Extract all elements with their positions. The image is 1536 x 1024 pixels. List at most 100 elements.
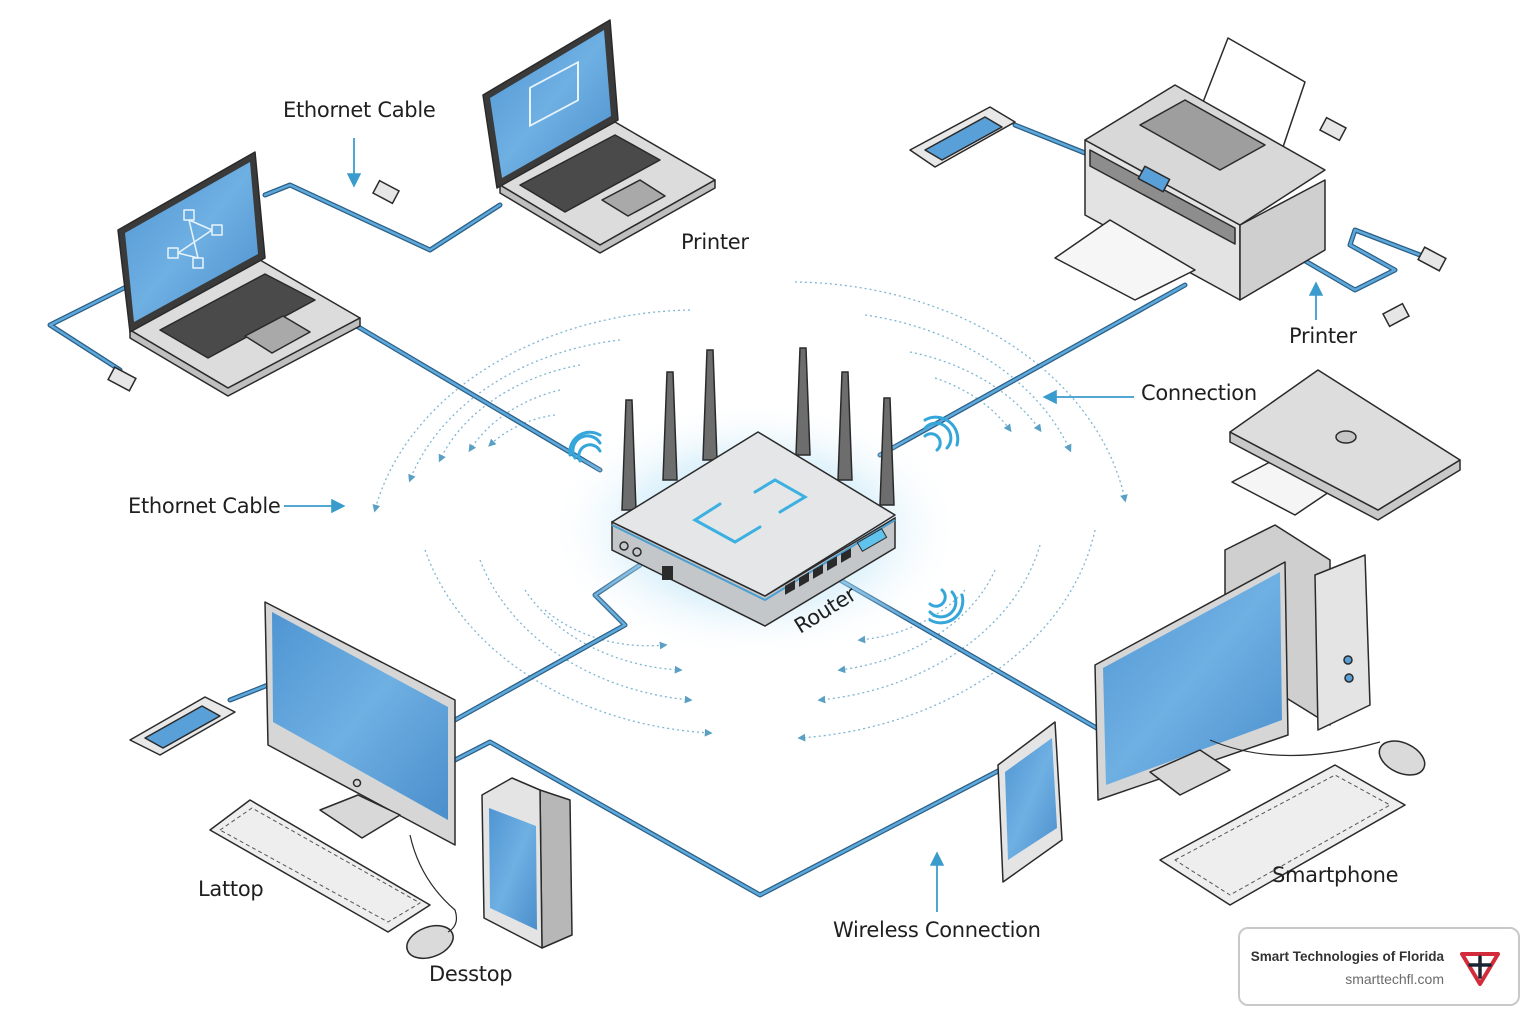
keyboard-keys (1174, 774, 1391, 896)
router (545, 347, 965, 660)
smartphone-left (129, 696, 236, 756)
router-status-leds (856, 527, 888, 553)
lan-port-icon (799, 572, 809, 587)
antenna-icon (795, 347, 811, 456)
arc-left-5 (488, 414, 556, 447)
rj45-connector-icon (1318, 116, 1348, 142)
monitor-left (209, 601, 458, 960)
laptop-keyboard (159, 273, 316, 359)
arc-br-2 (817, 544, 1041, 704)
wifi-wave-icons (568, 415, 965, 625)
router-edge-highlight (611, 519, 896, 602)
label-printer-right: Printer (1289, 324, 1357, 348)
mouse-icon (1378, 740, 1426, 776)
lan-port-icon (785, 580, 795, 595)
rj45-connector-icon (1417, 246, 1447, 272)
rj45-connector-icon (107, 366, 137, 392)
flatbed-scanner (1229, 369, 1461, 521)
shield-cross-logo-icon (1460, 952, 1500, 986)
label-connection: Connection (1141, 381, 1257, 405)
arc-left-2 (408, 339, 621, 483)
wifi-icon (928, 588, 965, 625)
wifi-icon (568, 430, 602, 463)
mouse-cable (409, 834, 458, 933)
monitor-stand (1149, 749, 1231, 796)
phone-screen (489, 808, 537, 930)
brand-badge: Smart Technologies of Florida smarttechf… (1238, 927, 1520, 1006)
printer-paper-out (1054, 219, 1196, 301)
arc-bl-2 (479, 559, 693, 704)
router-lan-ports (785, 548, 851, 595)
mouse-icon (406, 924, 454, 960)
wifi-icon (923, 415, 960, 452)
reset-button-icon (632, 547, 642, 557)
label-arrows (284, 138, 1324, 912)
label-ethernet-cable-top: Ethornet Cable (283, 98, 436, 122)
antenna-icon (621, 399, 637, 511)
label-printer-top: Printer (681, 230, 749, 254)
router-logo-icon (692, 478, 808, 544)
laptop-touchpad (244, 315, 311, 354)
laptop-top (482, 19, 716, 254)
wan-port-icon (662, 566, 673, 580)
printer-body-side (1239, 179, 1326, 301)
laptop-left (117, 151, 361, 397)
phone-screen (1005, 738, 1057, 860)
arc-bl-1 (424, 549, 713, 737)
monitor-stand (319, 794, 401, 839)
mouse-cable (1209, 739, 1381, 757)
antenna-icon (702, 349, 718, 461)
label-laptop: Lattop (198, 877, 264, 901)
wifi-signal-arcs (372, 281, 1128, 742)
pc-power-button-icon (1343, 655, 1353, 665)
printer-control-panel (1089, 149, 1236, 245)
keyboard-keys (219, 807, 421, 923)
smartphone-top (909, 106, 1016, 168)
lan-port-icon (813, 564, 823, 579)
phone-screen (924, 116, 1003, 161)
phone-tower (481, 777, 573, 949)
network-topology-icon (167, 209, 223, 269)
keyboard (1159, 764, 1406, 906)
printer-scanner-glass (1139, 99, 1266, 171)
arc-left-3 (438, 364, 581, 463)
arc-right-1 (794, 281, 1128, 503)
pc-reset-button-icon (1344, 673, 1354, 683)
label-wireless-connection: Wireless Connection (833, 918, 1041, 942)
laptop-touchpad (601, 179, 666, 217)
phone-screen (144, 705, 221, 749)
label-smartphone: Smartphone (1272, 863, 1399, 887)
keyboard (209, 799, 431, 933)
company-website: smarttechfl.com (1345, 971, 1444, 987)
label-desktop: Desstop (429, 962, 513, 986)
company-name: Smart Technologies of Florida (1250, 949, 1444, 964)
pc-tower-front (1314, 554, 1371, 731)
smartphone-bottom (997, 721, 1063, 883)
antenna-icon (662, 371, 678, 481)
antenna-icon (837, 371, 853, 481)
rj45-connector-icon (371, 179, 401, 205)
laptop-screen (125, 162, 258, 322)
power-button-icon (619, 541, 629, 551)
lan-port-icon (827, 556, 837, 571)
printer-display (1137, 165, 1171, 193)
desktop-right (1094, 524, 1426, 906)
label-ethernet-cable-left: Ethornet Cable (128, 494, 281, 518)
rj45-connectors (107, 116, 1447, 392)
lan-port-icon (841, 548, 851, 563)
monitor-screen (1103, 572, 1282, 785)
scanner-button-icon (1335, 430, 1357, 444)
rj45-connector-icon (1381, 302, 1411, 328)
arc-right-3 (909, 351, 1042, 433)
monitor-screen (272, 612, 448, 820)
antenna-icon (879, 397, 895, 506)
monitor-power-icon (352, 778, 362, 788)
ethernet-cables (47, 122, 1423, 898)
router-antennas (621, 347, 895, 511)
printer (1054, 37, 1326, 301)
laptop-screen (490, 30, 611, 178)
network-window-icon (529, 61, 579, 127)
laptop-keyboard (519, 134, 661, 213)
arc-right-2 (864, 314, 1072, 453)
